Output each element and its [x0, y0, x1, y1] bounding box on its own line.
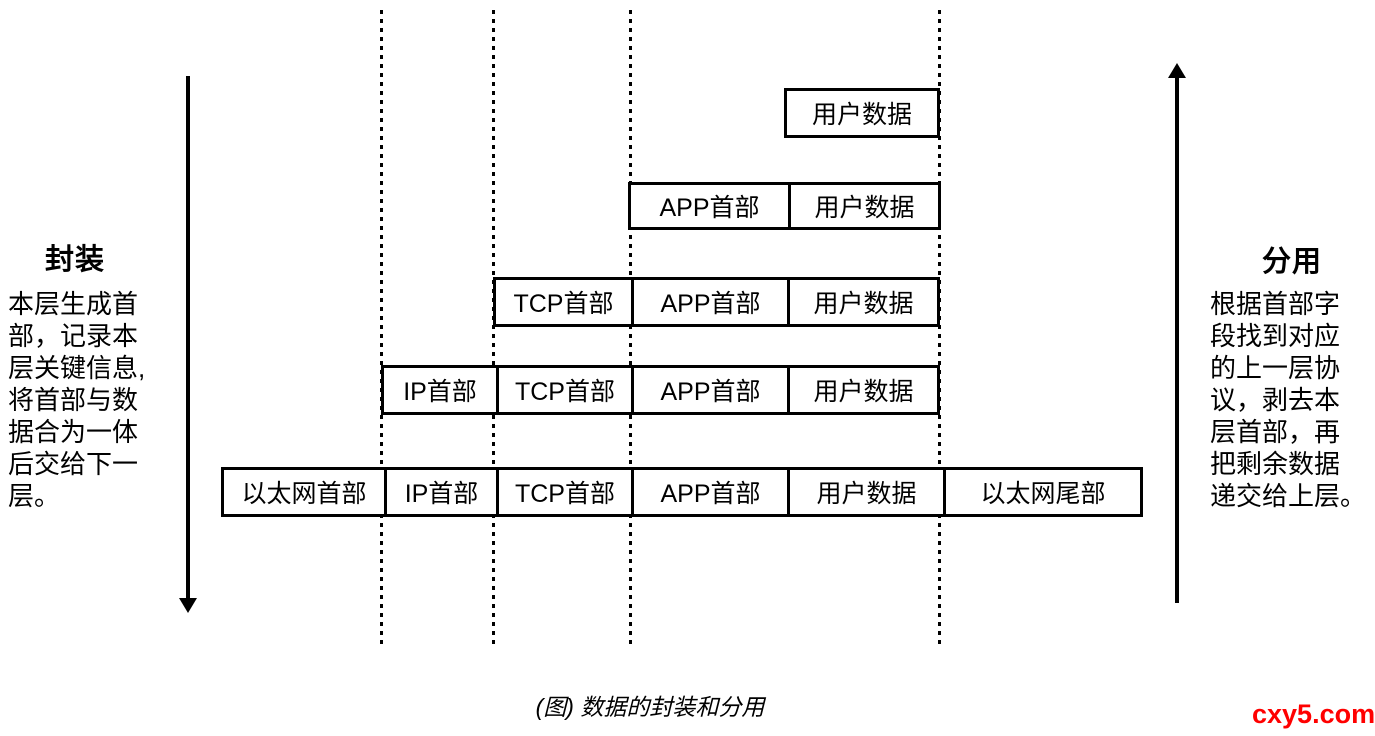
- layer-row-network: IP首部 TCP首部 APP首部 用户数据: [381, 365, 940, 415]
- cell-tcp-header: TCP首部: [496, 368, 631, 412]
- cell-user-data: 用户数据: [787, 280, 937, 324]
- cell-user-data: 用户数据: [787, 368, 937, 412]
- column-guide-4: [938, 10, 941, 648]
- down-arrow-head-icon: [179, 598, 197, 613]
- cell-app-header: APP首部: [631, 470, 787, 514]
- cell-ip-header: IP首部: [384, 470, 496, 514]
- cell-ip-header: IP首部: [403, 378, 477, 406]
- up-arrow-shaft: [1175, 77, 1179, 603]
- cell-ethernet-header: 以太网首部: [241, 480, 367, 508]
- figure-caption: (图) 数据的封装和分用: [535, 694, 765, 720]
- cell-app-header: APP首部: [631, 280, 787, 324]
- cell-user-data: 用户数据: [811, 101, 912, 129]
- down-arrow-shaft: [186, 76, 190, 600]
- demultiplexing-description: 根据首部字 段找到对应 的上一层协 议，剥去本 层首部，再 把剩余数据 递交给上…: [1210, 289, 1367, 511]
- encapsulation-title: 封装: [45, 244, 106, 276]
- column-guide-2: [492, 10, 495, 648]
- demultiplexing-title: 分用: [1262, 246, 1323, 278]
- layer-row-transport: TCP首部 APP首部 用户数据: [493, 277, 940, 327]
- cell-tcp-header: TCP首部: [496, 470, 631, 514]
- layer-row-application: APP首部 用户数据: [628, 182, 941, 230]
- up-arrow-head-icon: [1168, 63, 1186, 78]
- cell-tcp-header: TCP首部: [513, 290, 614, 318]
- column-guide-1: [380, 10, 383, 648]
- cell-user-data: 用户数据: [787, 470, 943, 514]
- cell-app-header: APP首部: [631, 368, 787, 412]
- cell-ethernet-trailer: 以太网尾部: [943, 470, 1140, 514]
- layer-row-link: 以太网首部 IP首部 TCP首部 APP首部 用户数据 以太网尾部: [221, 467, 1143, 517]
- cell-user-data: 用户数据: [788, 185, 938, 227]
- column-guide-3: [629, 10, 632, 648]
- layer-row-application-data: 用户数据: [784, 88, 940, 138]
- cell-app-header: APP首部: [659, 194, 760, 222]
- site-watermark: cxy5.com: [1252, 699, 1375, 729]
- encapsulation-description: 本层生成首 部，记录本 层关键信息, 将首部与数 据合为一体 后交给下一 层。: [8, 289, 146, 511]
